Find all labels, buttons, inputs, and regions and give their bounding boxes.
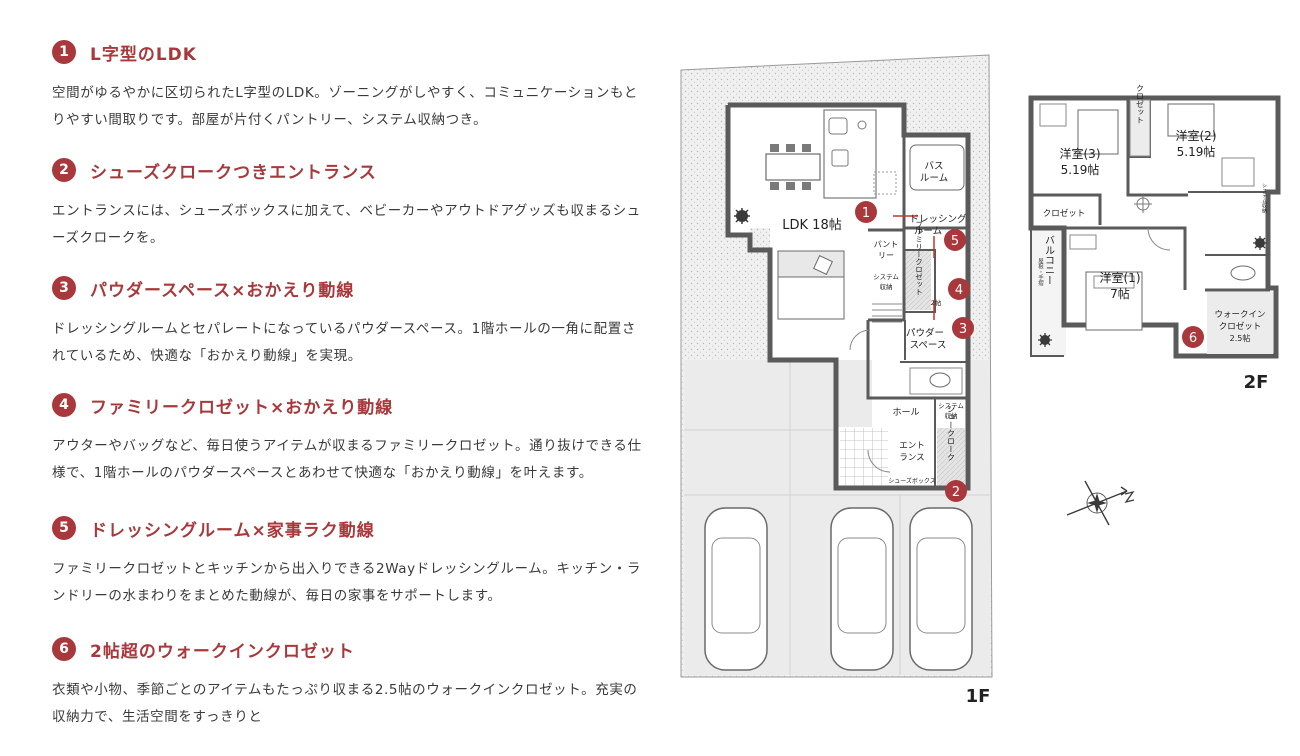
plan-marker: 5	[944, 229, 966, 251]
room-label: リー	[878, 251, 894, 260]
room-label: ウォークイン	[1214, 310, 1265, 320]
room-label: 洋室(2)	[1176, 128, 1217, 143]
feature-number: 6	[52, 637, 76, 661]
room-label: 洋室(1)	[1100, 270, 1141, 285]
room-label: バルコニー	[1043, 235, 1055, 285]
feature-1: 1 L字型のLDK 空間がゆるやかに区切られたL字型のLDK。ゾーニングがしやす…	[52, 38, 642, 134]
room-label: ドレッシング	[909, 213, 967, 225]
feature-description: エントランスには、シューズボックスに加えて、ベビーカーやアウトドアグッズも収まる…	[52, 203, 641, 246]
feature-3: 3 パウダースペース×おかえり動線 ドレッシングルームとセパレートになっているパ…	[52, 274, 642, 370]
plan-marker: 1	[855, 201, 877, 223]
bed	[1167, 103, 1215, 137]
room-label: 収納	[945, 411, 958, 420]
plan-marker: 6	[1182, 326, 1204, 348]
room-label: クロゼット	[1043, 208, 1086, 219]
plan-marker: 2	[945, 480, 967, 502]
plan-2f: 洋室(3) 5.19帖 洋室(2) 5.19帖 クロゼット クロゼット 洋室(1…	[1028, 84, 1281, 393]
room-label: スペース	[910, 340, 947, 351]
feature-number: 2	[52, 158, 76, 182]
feature-title: ファミリークロゼット×おかえり動線	[90, 397, 394, 418]
feature-description: ファミリークロゼットとキッチンから出入りできる2Wayドレッシングルーム。キッチ…	[52, 561, 641, 604]
feature-title: ドレッシングルーム×家事ラク動線	[90, 520, 375, 541]
feature-title: パウダースペース×おかえり動線	[90, 280, 355, 301]
room-label: バス	[924, 161, 943, 172]
room-label: システム	[938, 402, 964, 410]
plan-marker: 4	[948, 278, 970, 300]
feature-number: 3	[52, 276, 76, 300]
feature-title: 2帖超のウォークインクロゼット	[90, 641, 355, 662]
feature-description: 空間がゆるやかに区切られたL字型のLDK。ゾーニングがしやすく、コミュニケーショ…	[52, 85, 638, 128]
room-label: ルーム	[920, 173, 948, 184]
svg-text:5: 5	[951, 234, 959, 249]
kitchen-counter	[823, 109, 877, 199]
floor-label: 1F	[966, 686, 991, 707]
svg-text:4: 4	[955, 283, 963, 298]
feature-description: 衣類や小物、季節ごとのアイテムもたっぷり収まる2.5帖のウォークインクロゼット。…	[52, 682, 638, 725]
feature-number: 1	[52, 40, 76, 64]
room-label: 2帖	[931, 298, 942, 307]
room-label: シューズボックス	[888, 477, 936, 485]
svg-text:6: 6	[1189, 331, 1197, 346]
room-label: ファミリークロゼット	[914, 221, 923, 296]
room-label: LDK 18帖	[782, 218, 841, 233]
toilet	[1230, 265, 1256, 281]
room-label: ルーム	[914, 226, 942, 237]
floor-label: 2F	[1244, 372, 1269, 393]
room-label: ホール	[892, 407, 919, 418]
exterior-wall	[728, 102, 971, 491]
entrance-tile	[840, 428, 888, 486]
feature-2: 2 シューズクロークつきエントランス エントランスには、シューズボックスに加えて…	[52, 156, 642, 252]
room-label: シュークローク	[947, 405, 956, 461]
svg-text:1: 1	[862, 206, 870, 221]
sofa	[777, 250, 845, 278]
staircase	[872, 303, 902, 323]
room-label: クロゼット	[1219, 321, 1262, 332]
feature-number: 4	[52, 393, 76, 417]
stair-hall-icon	[1134, 195, 1152, 213]
room-label: 収納	[880, 282, 893, 291]
room-label: 5.19帖	[1177, 144, 1216, 159]
feature-description: アウターやバッグなど、毎日使うアイテムが収まるファミリークロゼット。通り抜けでき…	[52, 438, 642, 481]
feature-number: 5	[52, 516, 76, 540]
feature-6: 6 2帖超のウォークインクロゼット 衣類や小物、季節ごとのアイテムもたっぷり収ま…	[52, 635, 642, 731]
compass-icon	[1066, 480, 1135, 526]
room-label: 屋根・手摺	[1037, 258, 1044, 287]
svg-text:3: 3	[959, 322, 967, 337]
feature-title: L字型のLDK	[90, 44, 197, 65]
room-label: ランス	[899, 453, 924, 463]
house-floor	[728, 105, 968, 488]
room-label: システム	[873, 273, 899, 281]
dining-table	[765, 153, 821, 181]
svg-text:2: 2	[952, 485, 960, 500]
room-label: エント	[899, 441, 925, 451]
room-label: 洋室(3)	[1060, 146, 1101, 161]
bed	[1077, 109, 1119, 155]
feature-5: 5 ドレッシングルーム×家事ラク動線 ファミリークロゼットとキッチンから出入りで…	[52, 514, 642, 610]
parking-car	[704, 507, 973, 671]
plan-1f: LDK 18帖 バス ルーム ドレッシング ルーム パント リー システム 収納…	[680, 54, 993, 707]
balcony	[1032, 228, 1066, 356]
room-label: パウダー	[906, 327, 944, 339]
room-label: 5.19帖	[1061, 162, 1100, 177]
plant-icon	[1253, 236, 1267, 250]
plant-icon	[734, 208, 750, 224]
room-label: 7帖	[1110, 286, 1130, 301]
feature-description: ドレッシングルームとセパレートになっているパウダースペース。1階ホールの一角に配…	[52, 321, 636, 364]
plan-marker: 3	[952, 317, 974, 339]
room-label: システム収納	[1261, 183, 1267, 214]
bathtub	[909, 144, 965, 191]
feature-title: シューズクロークつきエントランス	[90, 162, 377, 183]
room-label: パント	[874, 240, 898, 249]
toilet	[929, 372, 951, 388]
feature-4: 4 ファミリークロゼット×おかえり動線 アウターやバッグなど、毎日使うアイテムが…	[52, 391, 642, 487]
plant-icon	[1038, 333, 1052, 347]
room-label: 2.5帖	[1230, 333, 1251, 343]
room-label: クロゼット	[1136, 84, 1145, 124]
